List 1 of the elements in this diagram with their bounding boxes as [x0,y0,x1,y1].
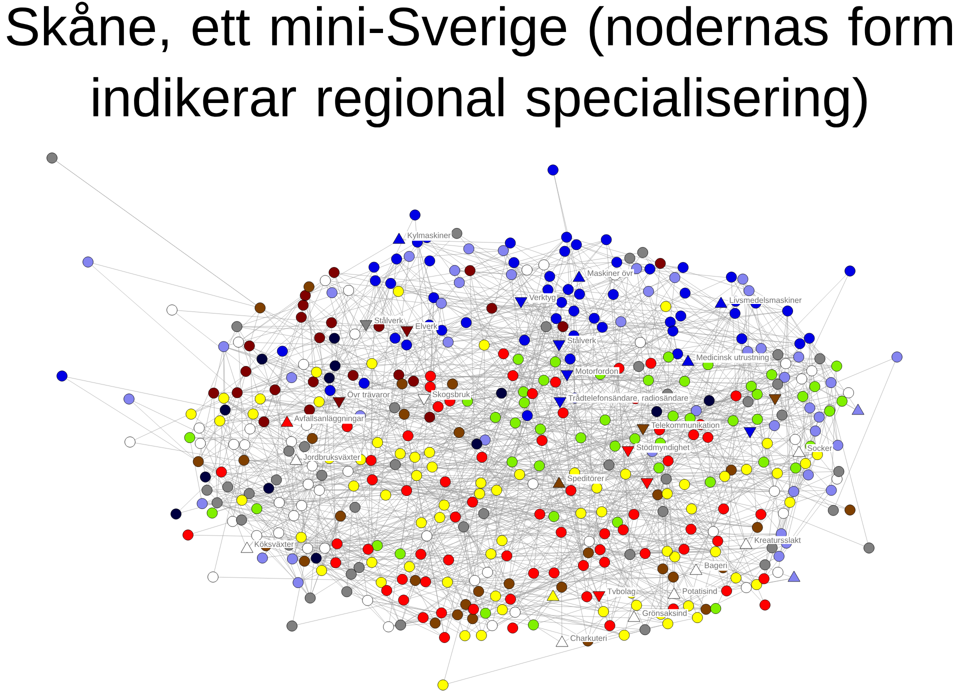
title: Skåne, ett mini-Sverige (nodernas form indikerar regional specialisering) [6,2,952,128]
